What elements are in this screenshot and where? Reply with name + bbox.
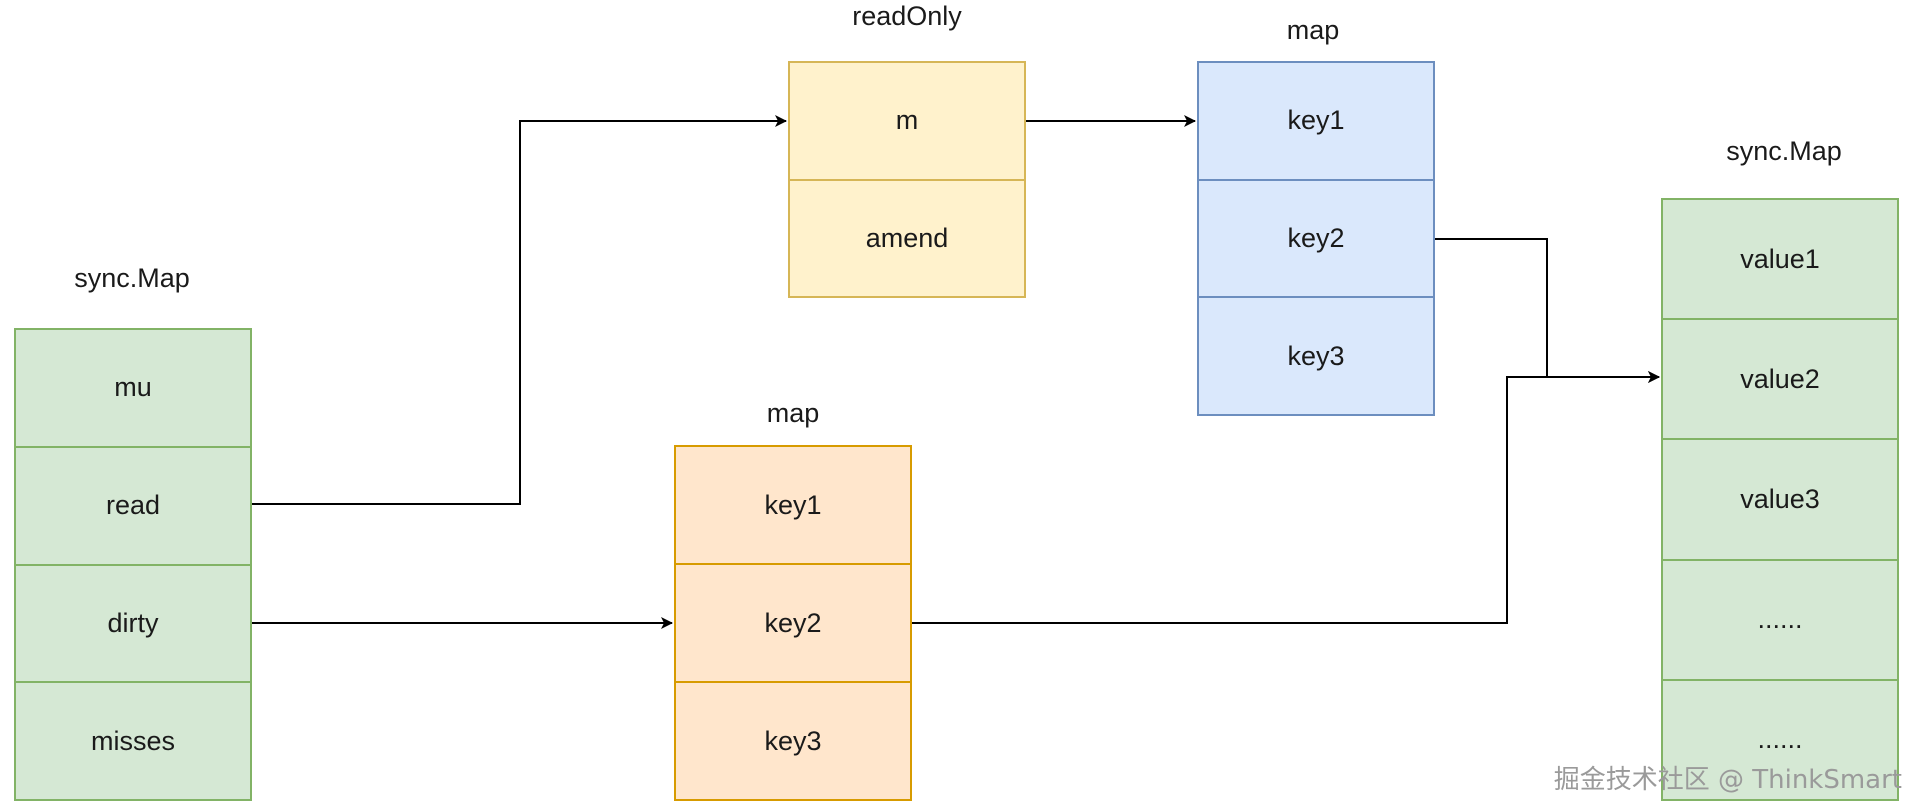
edge-read-to-readonly <box>252 115 787 505</box>
value-ellipsis-1: ...... <box>1663 558 1897 679</box>
read-map-title: map <box>1286 15 1340 45</box>
value-ellipsis-2: ...... <box>1663 678 1897 799</box>
right-sync-map-title: sync.Map <box>1726 136 1842 166</box>
field-misses: misses <box>16 681 250 799</box>
edge-read-key2-to-value2 <box>1435 238 1660 383</box>
value-3: value3 <box>1663 438 1897 558</box>
dirty-map-key2: key2 <box>676 563 910 681</box>
read-only-struct: m amend <box>788 61 1026 298</box>
read-map-key1: key1 <box>1287 105 1345 136</box>
edge-dirty-key2-to-value2 <box>912 371 1660 624</box>
field-amend: amend <box>790 178 1024 297</box>
field-read: read <box>16 445 250 564</box>
value-2: value2 <box>1663 318 1897 438</box>
dirty-map-key3: key3 <box>676 681 910 799</box>
watermark: 掘金技术社区 @ ThinkSmart <box>1553 765 1902 795</box>
read-only-title: readOnly <box>852 1 962 31</box>
right-sync-map-struct: value1 value2 value3 ...... ...... <box>1661 198 1899 801</box>
left-sync-map-struct: mu read dirty misses <box>14 328 252 801</box>
field-m: m <box>895 105 919 136</box>
read-map-key2: key2 <box>1199 178 1433 297</box>
dirty-map-title: map <box>766 398 820 428</box>
field-mu: mu <box>114 372 152 403</box>
read-map-key3: key3 <box>1199 296 1433 414</box>
value-1: value1 <box>1740 243 1820 274</box>
dirty-map-struct: key1 key2 key3 <box>674 445 912 801</box>
left-sync-map-title: sync.Map <box>74 263 190 293</box>
read-map-struct: key1 key2 key3 <box>1197 61 1435 416</box>
field-dirty: dirty <box>16 563 250 682</box>
dirty-map-key1: key1 <box>764 489 822 520</box>
